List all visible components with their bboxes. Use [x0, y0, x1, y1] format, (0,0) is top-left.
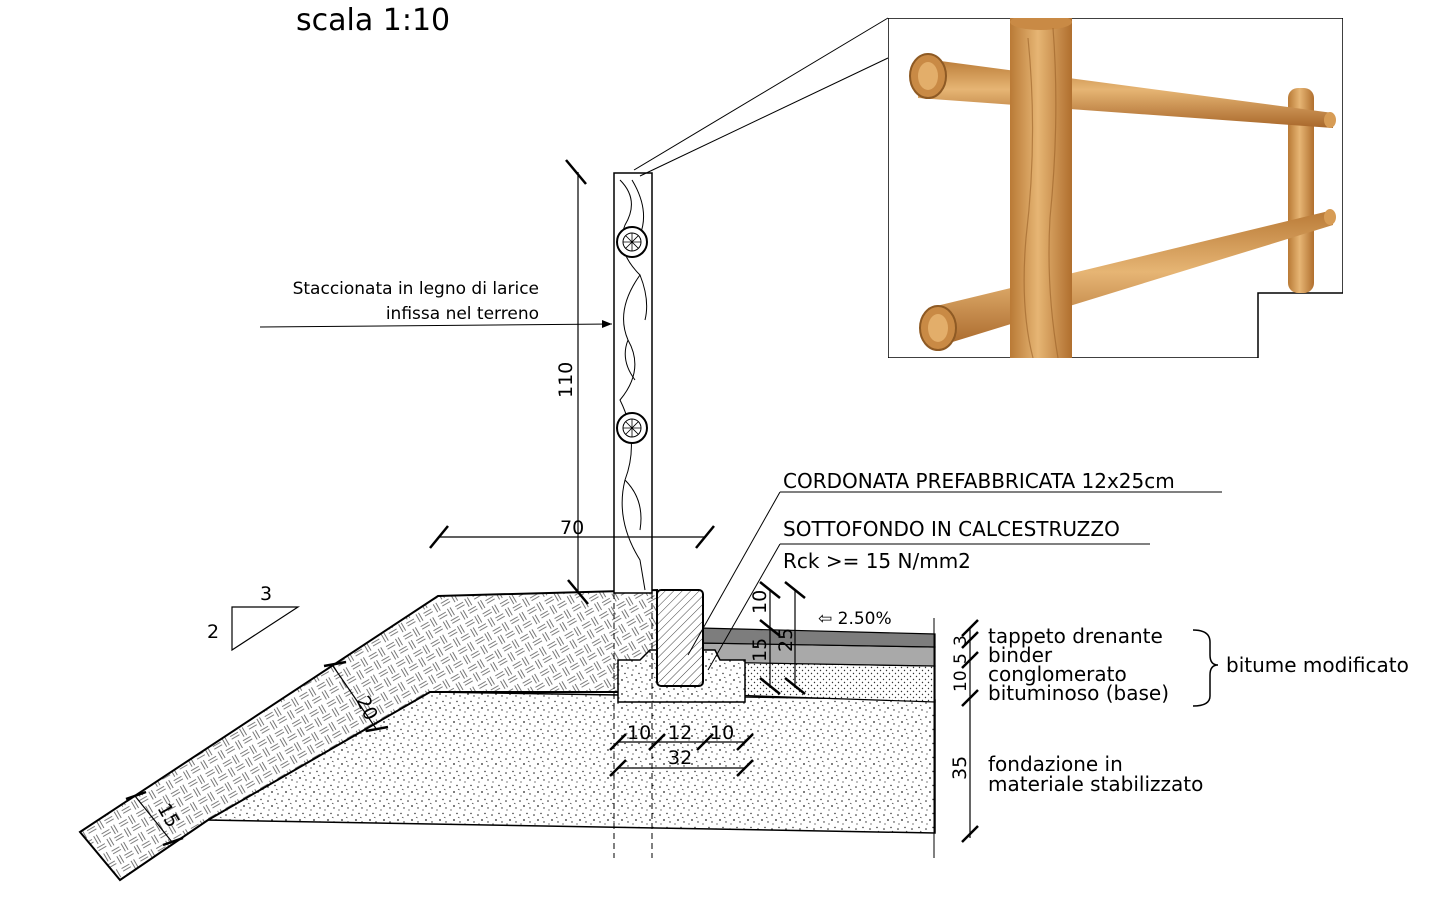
dim-layer-fondazione-label: 35: [949, 756, 971, 780]
dim-layer-tappeto-label: 3: [951, 635, 971, 646]
fence-photo: [888, 18, 1343, 358]
dim-curb-height-label: 25: [775, 628, 797, 652]
slope-run: 3: [260, 583, 272, 605]
fence-label-line1: Staccionata in legno di larice: [293, 279, 539, 299]
dim-fence-height: [565, 159, 589, 605]
layer-brace: [1192, 629, 1219, 707]
bitume-label: bitume modificato: [1226, 653, 1409, 677]
dim-footing-total-label: 32: [668, 747, 692, 769]
dim-fence-spacing: [429, 525, 715, 549]
dim-curb: [759, 581, 806, 695]
fence-label-line2: infissa nel terreno: [386, 304, 539, 324]
layer-conglomerato-label-2: bituminoso (base): [988, 681, 1169, 705]
dim-embankment-bottom: [125, 790, 184, 847]
dim-footing-center-label: 12: [668, 722, 692, 744]
fondazione-label-1: fondazione in: [988, 752, 1123, 776]
fondazione-label-2: materiale stabilizzato: [988, 772, 1203, 796]
construction-lines: [613, 593, 653, 858]
dim-embankment-top: [323, 660, 389, 733]
slope-rise: 2: [207, 621, 219, 643]
dim-fence-spacing-label: 70: [560, 517, 584, 539]
fence-post: [613, 172, 653, 594]
embankment-layer: [78, 588, 658, 882]
dim-footing-right-label: 10: [710, 722, 734, 744]
curb: [656, 589, 704, 687]
layer-tappeto-label: tappeto drenante: [988, 624, 1163, 648]
dim-fence-height-label: 110: [555, 362, 577, 398]
dim-footing-left-label: 10: [627, 722, 651, 744]
dim-layer-binder-label: 5: [951, 653, 971, 664]
dim-layers: [961, 619, 979, 843]
scale-title: scala 1:10: [296, 3, 450, 38]
dim-layer-base-label: 10: [951, 670, 971, 692]
slope-triangle: 3 2: [207, 583, 301, 652]
tappeto-layer: [699, 627, 936, 648]
curb-label: CORDONATA PREFABBRICATA 12x25cm: [783, 469, 1175, 493]
layer-binder-label: binder: [988, 643, 1053, 667]
dim-curb-above-label: 10: [749, 590, 771, 614]
dim-curb-below-label: 15: [749, 638, 771, 662]
subbase-label-line2: Rck >= 15 N/mm2: [783, 549, 971, 573]
dim-footing: [609, 733, 754, 777]
subbase-label-line1: SOTTOFONDO IN CALCESTRUZZO: [783, 517, 1120, 541]
slope-arrow-label: ⇦ 2.50%: [818, 609, 892, 629]
layer-conglomerato-label-1: conglomerato: [988, 662, 1127, 686]
